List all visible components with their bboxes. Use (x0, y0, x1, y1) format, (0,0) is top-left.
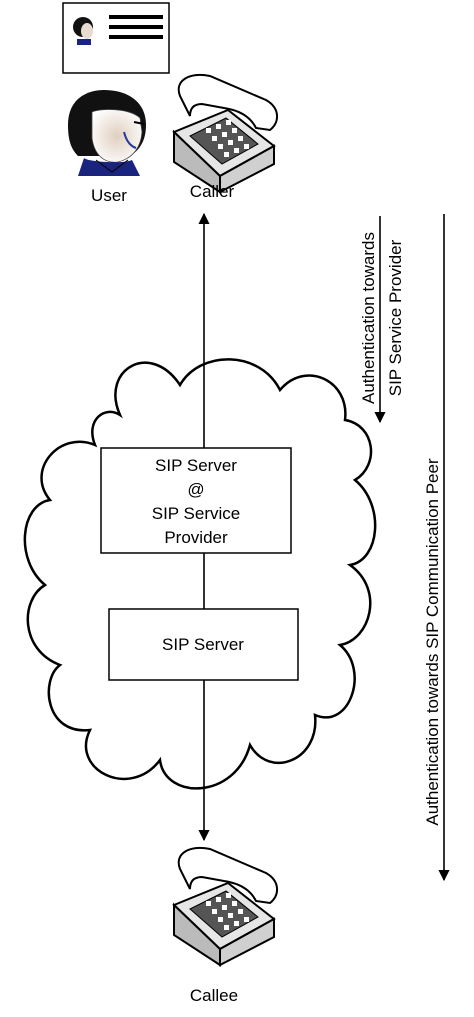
user-avatar-icon (68, 90, 146, 176)
caller-label: Caller (190, 182, 235, 201)
user-label: User (91, 186, 127, 205)
auth-peer-annotation: Authentication towards SIP Communication… (423, 214, 450, 882)
sip-server-provider-box: SIP Server @ SIP Service Provider (100, 447, 292, 554)
auth-provider-line-1: Authentication towards (359, 232, 378, 404)
provider-box-line-1: SIP Server (155, 456, 237, 475)
callee-label: Callee (190, 986, 238, 1005)
auth-provider-annotation: Authentication towards SIP Service Provi… (359, 216, 405, 424)
provider-box-line-3: SIP Service (152, 504, 241, 523)
provider-box-line-4: Provider (164, 528, 228, 547)
sip-server-label: SIP Server (162, 635, 244, 654)
auth-provider-line-2: SIP Service Provider (386, 239, 405, 396)
callee-phone-icon (172, 847, 278, 967)
id-card-icon (62, 2, 170, 74)
caller-phone-icon (172, 74, 278, 194)
sip-server-box: SIP Server (108, 608, 299, 681)
auth-peer-label: Authentication towards SIP Communication… (423, 458, 442, 826)
cloud-icon (23, 358, 377, 790)
provider-box-line-2: @ (187, 480, 204, 499)
